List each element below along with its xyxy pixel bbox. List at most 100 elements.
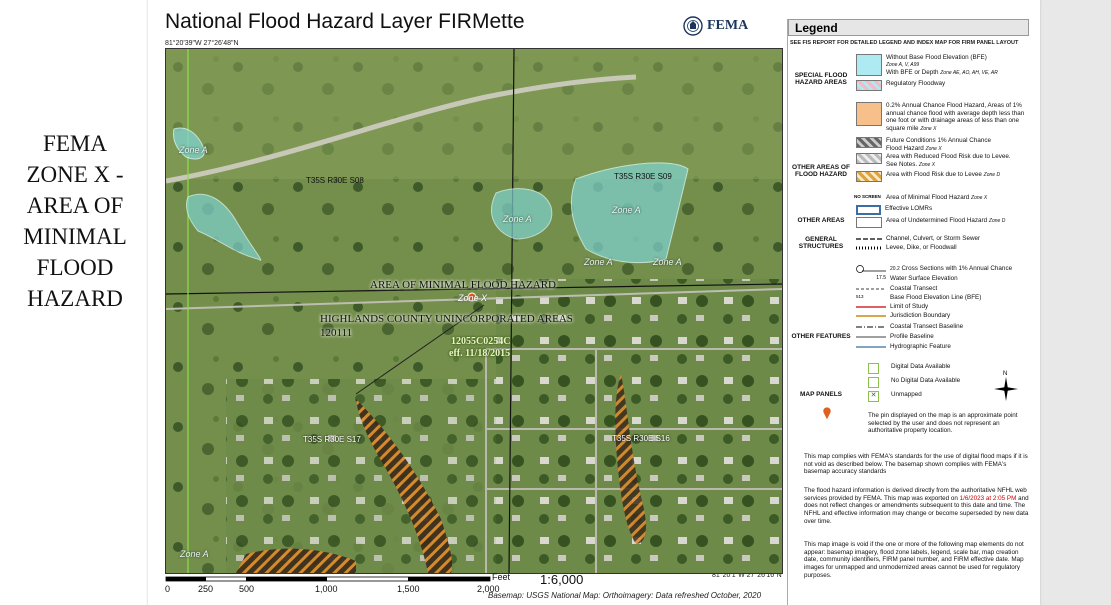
- legend-label: Hydrographic Feature: [890, 343, 951, 350]
- scale-bar: 0 250 500 1,000 1,500 2,000 Feet: [165, 572, 510, 605]
- coord-bottom-right: 81°20'1"W 27°26'16"N: [712, 572, 782, 579]
- legend-item: Coastal Transect Baseline: [856, 323, 963, 331]
- legend-item: Channel, Culvert, or Storm Sewer: [856, 235, 980, 243]
- legend-item: Profile Baseline: [856, 333, 934, 341]
- jurisdiction-line-icon: [856, 315, 886, 317]
- community-name: HIGHLANDS COUNTY UNINCORPORATED AREAS: [320, 313, 573, 325]
- zone-x02-swatch: [856, 102, 882, 126]
- legend-label: Unmapped: [891, 391, 922, 398]
- legend-label: No Digital Data Available: [891, 377, 961, 384]
- legend-label: Jurisdiction Boundary: [890, 312, 951, 319]
- map-imagery: [166, 49, 782, 573]
- zone-a-label: Zone A: [612, 205, 641, 215]
- legend-item: Jurisdiction Boundary: [856, 312, 950, 320]
- legend-section-map-panels: MAP PANELS: [799, 391, 842, 398]
- legend-section-sfha: SPECIAL FLOOD HAZARD AREAS: [794, 72, 848, 86]
- legend-item: No Digital Data Available: [868, 377, 960, 388]
- reduced-swatch: [856, 153, 882, 164]
- levee-swatch: [856, 171, 882, 182]
- section-label-s17: T35S R30E S17: [303, 435, 361, 444]
- legend-label: Coastal Transect: [890, 285, 938, 292]
- coord-top-left: 81°20'39"W 27°26'48"N: [165, 40, 239, 47]
- legend-item: Hydrographic Feature: [856, 343, 951, 351]
- legend-item: 17.5 Water Surface Elevation: [856, 275, 958, 283]
- legend-item: 20.2 Cross Sections with 1% Annual Chanc…: [856, 265, 1012, 277]
- scale-tick: 250: [198, 584, 214, 594]
- legend-panel: Legend SEE FIS REPORT FOR DETAILED LEGEN…: [787, 19, 1031, 605]
- zone-a-label: Zone A: [584, 257, 613, 267]
- flood-map[interactable]: Zone A T35S R30E S08 Zone A T35S R30E S0…: [165, 48, 783, 574]
- digital-swatch: [868, 363, 879, 374]
- legend-item: Area of Undetermined Flood Hazard Zone D: [856, 217, 1005, 228]
- legend-item: Future Conditions 1% Annual Chance Flood…: [856, 137, 1006, 153]
- north-arrow-icon: N: [994, 371, 1018, 401]
- legend-label: Water Surface Elevation: [890, 275, 958, 282]
- legend-item: Coastal Transect: [856, 285, 937, 293]
- zone-a-label: Zone A: [180, 549, 209, 559]
- legend-section-other-features: OTHER FEATURES: [791, 333, 851, 340]
- legend-label: Area with Reduced Flood Risk due to Leve…: [886, 153, 1011, 168]
- minimal-hazard-label: AREA OF MINIMAL FLOOD HAZARD: [370, 279, 556, 291]
- zone-a-swatch: [856, 54, 882, 76]
- disclaimer-void: This map image is void if the one or mor…: [804, 541, 1024, 579]
- legend-note: SEE FIS REPORT FOR DETAILED LEGEND AND I…: [790, 40, 1019, 46]
- lomr-swatch: [856, 205, 881, 215]
- legend-section-other-areas: OTHER AREAS: [797, 217, 845, 224]
- legend-section-general: GENERAL STRUCTURES: [798, 236, 844, 250]
- zone-x-label: Zone X: [458, 293, 488, 303]
- disclaimer-standards: This map complies with FEMA's standards …: [804, 453, 1028, 476]
- legend-item: 513 Base Flood Elevation Line (BFE): [856, 294, 981, 302]
- firm-panel-effective: eff. 11/18/2015: [449, 348, 511, 359]
- disclaimer-text: The flood hazard information is derived …: [804, 487, 1027, 502]
- disclaimer-export: The flood hazard information is derived …: [804, 487, 1030, 526]
- legend-item: Digital Data Available: [868, 363, 950, 374]
- right-margin: [1040, 0, 1111, 605]
- legend-label: Profile Baseline: [890, 333, 934, 340]
- profile-line-icon: [856, 336, 886, 338]
- legend-item: Levee, Dike, or Floodwall: [856, 244, 957, 252]
- levee-line-icon: [856, 246, 882, 250]
- legend-item: Effective LOMRs: [856, 205, 932, 215]
- legend-label: Cross Sections with 1% Annual Chance: [901, 265, 1013, 272]
- location-pin-icon: [822, 407, 832, 421]
- scale-tick: 2,000: [477, 584, 500, 594]
- section-label-s16: T35S R30E S16: [612, 434, 670, 443]
- legend-label: Base Flood Elevation Line (BFE): [890, 294, 982, 301]
- pin-disclaimer: The pin displayed on the map is an appro…: [868, 412, 1018, 434]
- cross-section-icon: [856, 265, 886, 273]
- unmapped-icon: ✕: [868, 391, 879, 402]
- xsec-value: 20.2: [890, 266, 900, 272]
- section-label-s08: T35S R30E S08: [306, 176, 364, 185]
- legend-label: Area with Flood Risk due to Levee: [886, 171, 982, 178]
- disclaimer-text: and does not reflect changes or amendmen…: [804, 494, 1029, 525]
- firm-panel-id: 12055C0254C: [451, 336, 511, 347]
- floodway-swatch: [856, 80, 882, 91]
- legend-item: Without Base Flood Elevation (BFE) Zone …: [856, 54, 998, 78]
- map-scale-ratio: 1:6,000: [540, 572, 584, 587]
- legend-item: 0.2% Annual Chance Flood Hazard, Areas o…: [856, 102, 1026, 133]
- basemap-credit: Basemap: USGS National Map: Orthoimagery…: [488, 591, 762, 600]
- legend-item: Area with Reduced Flood Risk due to Leve…: [856, 153, 1016, 169]
- export-date: 1/6/2023 at 2:05 PM: [959, 494, 1017, 502]
- scale-tick: 1,000: [315, 584, 338, 594]
- legend-label: Levee, Dike, or Floodwall: [886, 244, 957, 251]
- side-caption: FEMA ZONE X - AREA OF MINIMAL FLOOD HAZA…: [23, 131, 127, 311]
- legend-label: Area of Undetermined Flood Hazard: [886, 217, 988, 224]
- coastal-transect-icon: [856, 288, 886, 290]
- future-swatch: [856, 137, 882, 148]
- legend-title: Legend: [788, 19, 1029, 36]
- channel-line-icon: [856, 238, 882, 240]
- legend-label: Channel, Culvert, or Storm Sewer: [886, 235, 981, 242]
- legend-sublabel: Zone A, V, A99: [886, 61, 920, 68]
- legend-label: With BFE or Depth Zone AE, AO, AH, VE, A…: [886, 69, 998, 76]
- legend-item: NO SCREEN Area of Minimal Flood Hazard Z…: [854, 194, 988, 201]
- scale-tick: 500: [239, 584, 255, 594]
- legend-label: Future Conditions 1% Annual Chance Flood…: [886, 137, 992, 152]
- legend-item: ✕ Unmapped: [868, 391, 922, 402]
- legend-item: Area with Flood Risk due to Levee Zone D: [856, 171, 1000, 182]
- fema-wordmark: FEMA: [707, 18, 749, 33]
- section-label-s09: T35S R30E S09: [614, 172, 672, 181]
- scale-bar-graphic: [165, 576, 491, 582]
- hydro-line-icon: [856, 346, 886, 348]
- scale-unit: Feet: [492, 572, 511, 582]
